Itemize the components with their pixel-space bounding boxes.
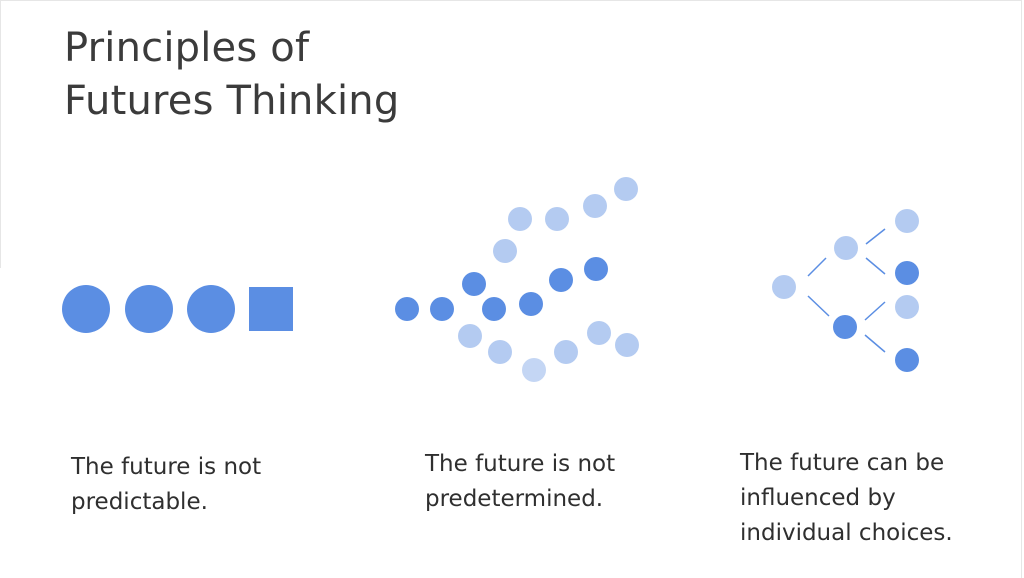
path-dot-light bbox=[493, 239, 517, 263]
path-dot bbox=[430, 297, 454, 321]
caption-line: The future can be bbox=[740, 450, 945, 476]
path-dot-light bbox=[614, 177, 638, 201]
path-dot-light bbox=[508, 207, 532, 231]
principles-diagram bbox=[62, 177, 919, 382]
caption-line: The future is not bbox=[425, 451, 616, 477]
sequence-square bbox=[249, 287, 293, 331]
path-dot bbox=[584, 257, 608, 281]
slide-title: Principles of Futures Thinking bbox=[64, 22, 399, 128]
caption-line: predictable. bbox=[71, 489, 208, 515]
slide-border-left bbox=[0, 0, 1, 268]
principle-caption-predetermined: The future is not predetermined. bbox=[425, 447, 615, 517]
path-dot bbox=[462, 272, 486, 296]
tree-node-lower bbox=[833, 315, 857, 339]
path-dot-light bbox=[583, 194, 607, 218]
path-dot bbox=[395, 297, 419, 321]
caption-line: predetermined. bbox=[425, 486, 604, 512]
tree-branch bbox=[865, 257, 886, 275]
path-dot-light bbox=[545, 207, 569, 231]
slide-border-right bbox=[1021, 0, 1022, 578]
caption-line: influenced by bbox=[740, 485, 896, 511]
decision-tree-icon bbox=[772, 209, 919, 372]
sequence-circle-1 bbox=[62, 285, 110, 333]
tree-branch bbox=[864, 334, 886, 353]
path-dot-light bbox=[458, 324, 482, 348]
tree-leaf-1 bbox=[895, 209, 919, 233]
slide-title-line-2: Futures Thinking bbox=[64, 78, 400, 124]
caption-line: individual choices. bbox=[740, 520, 953, 546]
tree-branch bbox=[864, 301, 886, 321]
principle-caption-influenced: The future can be influenced by individu… bbox=[740, 446, 953, 551]
tree-branch bbox=[807, 295, 830, 317]
path-dot bbox=[482, 297, 506, 321]
path-dot-light bbox=[615, 333, 639, 357]
slide-border-top bbox=[0, 0, 1022, 1]
caption-line: The future is not bbox=[71, 454, 262, 480]
sequence-circle-3 bbox=[187, 285, 235, 333]
path-dot bbox=[549, 268, 573, 292]
tree-leaf-4 bbox=[895, 348, 919, 372]
branching-paths-icon bbox=[395, 177, 639, 382]
principle-caption-predictable: The future is not predictable. bbox=[71, 450, 261, 520]
slide-title-line-1: Principles of bbox=[64, 25, 310, 71]
path-dot-light bbox=[522, 358, 546, 382]
path-dot-light bbox=[587, 321, 611, 345]
tree-root-node bbox=[772, 275, 796, 299]
tree-branch bbox=[807, 257, 827, 277]
path-dot-light bbox=[554, 340, 578, 364]
tree-leaf-2 bbox=[895, 261, 919, 285]
tree-leaf-3 bbox=[895, 295, 919, 319]
sequence-circle-2 bbox=[125, 285, 173, 333]
path-dot-light bbox=[488, 340, 512, 364]
path-dot bbox=[519, 292, 543, 316]
tree-branch bbox=[865, 228, 886, 245]
tree-node-upper bbox=[834, 236, 858, 260]
predictable-sequence-icon bbox=[62, 285, 293, 333]
